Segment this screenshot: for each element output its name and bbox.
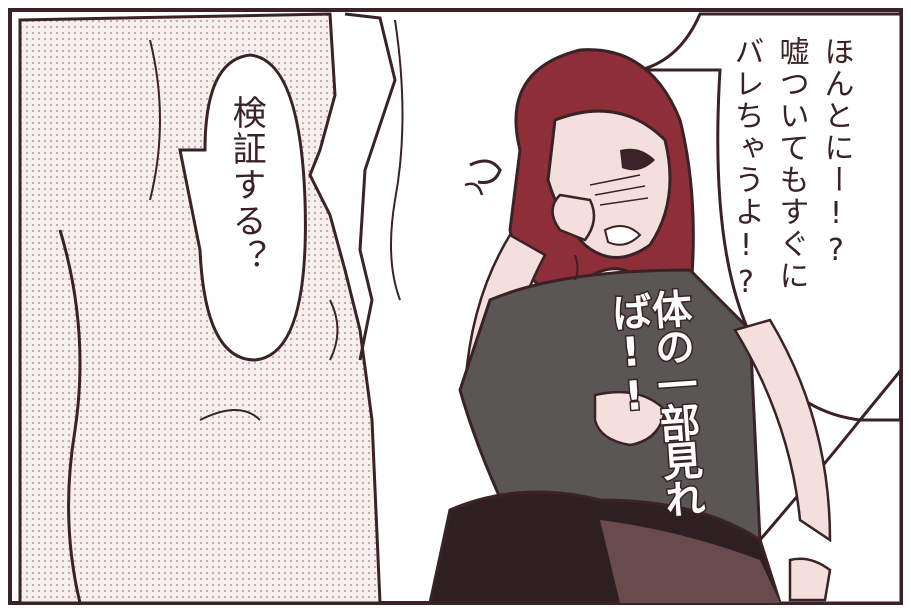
right-bubble-line-3: バレちゃうよ!? [728,36,764,302]
left-bubble-text: 検証する？ [226,95,267,275]
right-bubble-line-1: ほんとにー!? [818,36,854,270]
left-speech-bubble [178,53,307,362]
right-speech-bubble [639,12,903,605]
sweat-swirl-icon [464,159,579,281]
girl-character [428,48,832,605]
right-bubble-line-2: 嘘ついてもすぐに [773,36,809,292]
